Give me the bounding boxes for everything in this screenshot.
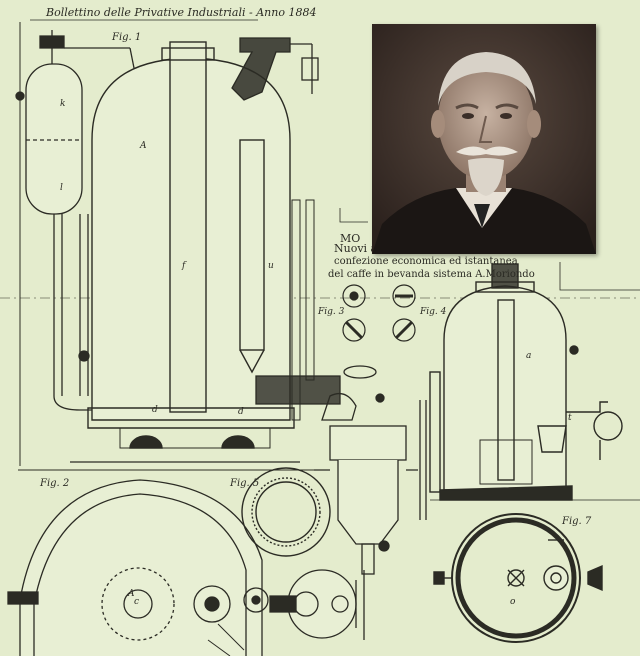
fig4-apparatus bbox=[429, 263, 623, 501]
fig6-filter bbox=[314, 400, 427, 575]
patent-text-2: Nuovi a bbox=[334, 242, 378, 255]
label-fig4: Fig. 4 bbox=[419, 307, 447, 317]
part-letters: k l Af u d d a Ac t o bbox=[60, 99, 572, 607]
svg-text:A: A bbox=[139, 141, 147, 151]
fig2-cylinder bbox=[7, 479, 269, 656]
label-fig1: Fig. 1 bbox=[111, 32, 141, 43]
svg-text:f: f bbox=[181, 261, 187, 271]
svg-text:u: u bbox=[268, 261, 274, 271]
svg-text:t: t bbox=[568, 413, 572, 423]
fig1-top-valve bbox=[231, 37, 319, 101]
svg-text:d: d bbox=[238, 407, 244, 417]
svg-text:d: d bbox=[152, 405, 158, 415]
label-fig7: Fig. 7 bbox=[561, 516, 592, 527]
fig1-boiler bbox=[70, 41, 315, 463]
inventor-portrait-photo bbox=[372, 24, 596, 254]
fig3-fig4-knobs bbox=[342, 284, 416, 342]
header-title: Bollettino delle Privative Industriali -… bbox=[45, 6, 316, 19]
patent-text-3: confezione economica ed istantanea bbox=[334, 256, 518, 267]
label-fig2: Fig. 2 bbox=[39, 478, 69, 489]
patent-text-1: MO bbox=[340, 232, 360, 245]
label-fig5: Fig. 5 bbox=[229, 478, 259, 489]
svg-text:o: o bbox=[510, 597, 516, 607]
patent-text-4: del caffe in bevanda sistema A.Moriondo bbox=[328, 269, 535, 280]
svg-text:A: A bbox=[127, 589, 135, 599]
label-fig3: Fig. 3 bbox=[317, 307, 345, 317]
fig1-fittings bbox=[255, 365, 385, 421]
svg-text:k: k bbox=[60, 99, 65, 109]
fig7-dial bbox=[433, 513, 603, 643]
svg-text:a: a bbox=[526, 351, 531, 361]
fig-lower-valve bbox=[269, 569, 365, 640]
fig5-ring bbox=[241, 467, 331, 557]
svg-text:c: c bbox=[134, 597, 139, 607]
fig1-side-tank bbox=[15, 30, 135, 411]
svg-text:l: l bbox=[60, 183, 63, 193]
